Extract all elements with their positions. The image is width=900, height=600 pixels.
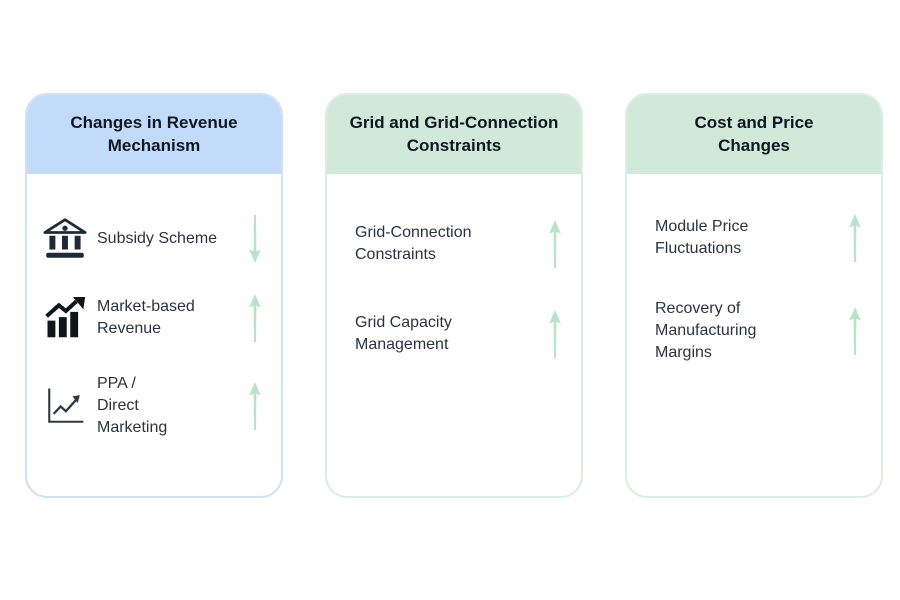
list-item-ppa-direct-marketing: PPA / Direct Marketing — [41, 373, 263, 439]
trend-up-icon — [547, 220, 563, 268]
card-grid-constraints: Grid and Grid-Connection Constraints Gri… — [325, 93, 583, 498]
trend-up-icon — [847, 213, 863, 262]
bar-chart-icon — [41, 296, 89, 340]
trend-up-icon — [247, 381, 263, 430]
card-title: Cost and Price Changes — [627, 95, 881, 174]
card-revenue-mechanism: Changes in Revenue Mechanism Subsidy Sch… — [25, 93, 283, 498]
list-item-market-based-revenue: Market-based Revenue — [41, 293, 263, 342]
trend-up-icon — [547, 310, 563, 358]
bank-icon — [41, 218, 89, 259]
trend-up-icon — [847, 306, 863, 355]
item-label: Recovery of Manufacturing Margins — [655, 299, 757, 361]
list-item-grid-connection-constraints: Grid-Connection Constraints — [345, 220, 563, 268]
item-label: Market-based Revenue — [97, 297, 195, 337]
card-body: Grid-Connection Constraints Grid Capacit… — [327, 174, 581, 496]
line-chart-icon — [41, 384, 89, 428]
list-item-module-price-fluctuations: Module Price Fluctuations — [645, 213, 863, 262]
item-label: Grid Capacity Management — [355, 313, 452, 353]
item-label: Grid-Connection Constraints — [355, 223, 472, 263]
item-label: PPA / Direct Marketing — [97, 374, 168, 436]
item-label: Subsidy Scheme — [97, 229, 218, 247]
list-item-grid-capacity-management: Grid Capacity Management — [345, 310, 563, 358]
list-item-subsidy-scheme: Subsidy Scheme — [41, 214, 263, 263]
trend-up-icon — [247, 293, 263, 342]
card-body: Subsidy Scheme Mark — [27, 174, 281, 496]
item-label: Module Price Fluctuations — [655, 217, 749, 257]
card-body: Module Price Fluctuations Recovery of Ma… — [627, 174, 881, 496]
card-title: Grid and Grid-Connection Constraints — [327, 95, 581, 174]
trend-down-icon — [247, 214, 263, 263]
card-cost-price-changes: Cost and Price Changes Module Price Fluc… — [625, 93, 883, 498]
card-title: Changes in Revenue Mechanism — [27, 95, 281, 174]
list-item-recovery-manufacturing-margins: Recovery of Manufacturing Margins — [645, 298, 863, 364]
